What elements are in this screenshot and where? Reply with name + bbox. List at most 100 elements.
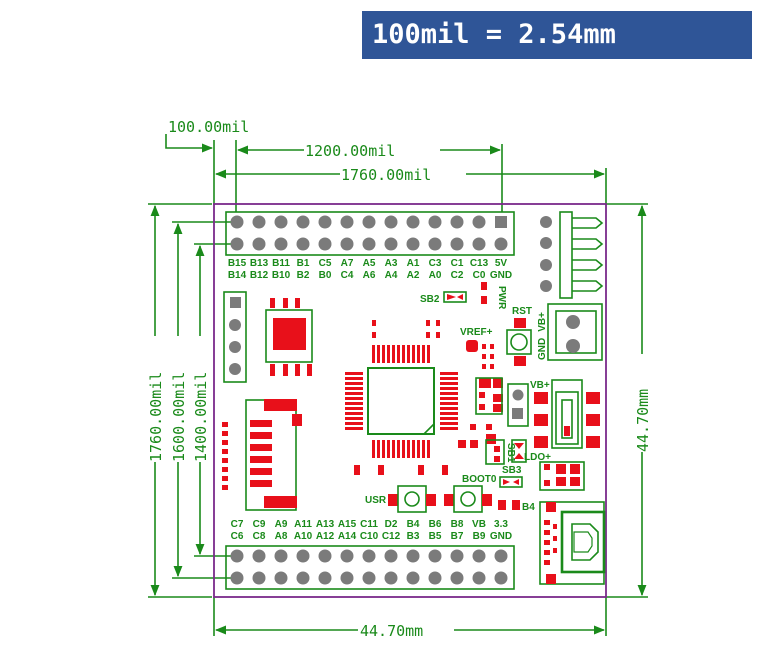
pin-label: B12 [250,270,269,281]
pwr-led-pad-2 [481,296,487,304]
pin-label: A3 [385,258,398,269]
header-pin [230,237,244,251]
row-inner-dim-text: 1400.00mil [192,372,210,462]
header-pin [406,237,420,251]
mcu-pin [440,382,458,385]
pwr-label: PWR [496,286,507,310]
left-vertical-connector [222,399,302,511]
usr-button [388,485,436,513]
pin-label: A8 [275,531,288,542]
pin-label: B14 [228,270,247,281]
pin-label: A11 [294,519,312,530]
gnd-right-label: GND [537,338,548,360]
header-pin [230,215,244,229]
bottom-header-pins [230,549,508,585]
height-mil-dim-text: 1760.00mil [147,372,165,462]
mcu-pin [372,345,375,363]
header-pin [252,237,266,251]
mcu-pins [345,345,458,458]
header-pin [428,549,442,563]
mcu-pin [392,345,395,363]
mcu-pin [440,387,458,390]
pin-label: D2 [385,519,398,530]
header-pin [494,571,508,585]
header-pin [428,215,442,229]
mcu-pin [372,440,375,458]
vref-passives [482,344,494,369]
rst-label: RST [512,306,532,317]
b4-pad-2 [512,500,520,510]
header-pin [274,571,288,585]
header-pin [340,215,354,229]
header-pin [274,549,288,563]
mcu-pin [407,345,410,363]
pin-label: A0 [429,270,442,281]
mcu-pin [382,440,385,458]
mcu-pin [345,372,363,375]
mcu-pin [397,345,400,363]
header-pin [406,571,420,585]
mcu-pin [345,382,363,385]
pin-label: C0 [473,270,486,281]
sb2-jumper [443,291,467,303]
pin-label: C2 [451,270,464,281]
header-pin [450,215,464,229]
mcu-pin [345,407,363,410]
mcu-pin [387,440,390,458]
header-pin [362,215,376,229]
middle-right-passives [470,377,503,444]
header-pin [340,571,354,585]
header-pin [318,571,332,585]
header-pin [495,216,507,228]
header-pin [252,549,266,563]
sb3-label: SB3 [502,465,522,476]
mcu-lqfp [367,367,435,435]
height-mm-dim-text: 44.70mm [634,389,652,452]
mcu-pin [440,422,458,425]
header-pin [450,549,464,563]
pin-label: A10 [294,531,313,542]
boot0-label: BOOT0 [462,474,497,485]
pin-label: A9 [275,519,288,530]
width-mil-dim-text: 1760.00mil [341,166,431,184]
header-pin [296,237,310,251]
pin-label: B6 [429,519,442,530]
header-pin [472,237,486,251]
mcu-pin [412,440,415,458]
pwr-led-pad-1 [481,282,487,290]
header-pin [230,549,244,563]
header-pin [428,237,442,251]
pin-label: A15 [338,519,357,530]
mcu-pin [417,440,420,458]
pitch-dim-text: 100.00mil [168,118,249,136]
mcu-pin [345,412,363,415]
pin-label: A5 [363,258,376,269]
bottom-header-outline [225,545,515,590]
mcu-pin [422,440,425,458]
pitch-dim-line [165,134,214,153]
header-pin [318,215,332,229]
pin-label: B11 [272,258,290,269]
header-pin [318,237,332,251]
dimension-lines [148,134,648,636]
pin-label: B1 [297,258,310,269]
mcu-pin [412,345,415,363]
micro-usb-connector [539,501,606,585]
pin-label: C7 [231,519,244,530]
pin-label: B4 [407,519,420,530]
header-pin [340,237,354,251]
header-pin [472,571,486,585]
pin-label: A13 [316,519,335,530]
mcu-pin [440,397,458,400]
mcu-pin [440,427,458,430]
pin-label: C4 [341,270,354,281]
mcu-pin [345,402,363,405]
header-pin [384,215,398,229]
mcu-pin [440,412,458,415]
pin-label: B0 [319,270,332,281]
row-outer-dim-text: 1600.00mil [170,372,188,462]
mcu-pin [440,417,458,420]
pin-label: B10 [272,270,291,281]
